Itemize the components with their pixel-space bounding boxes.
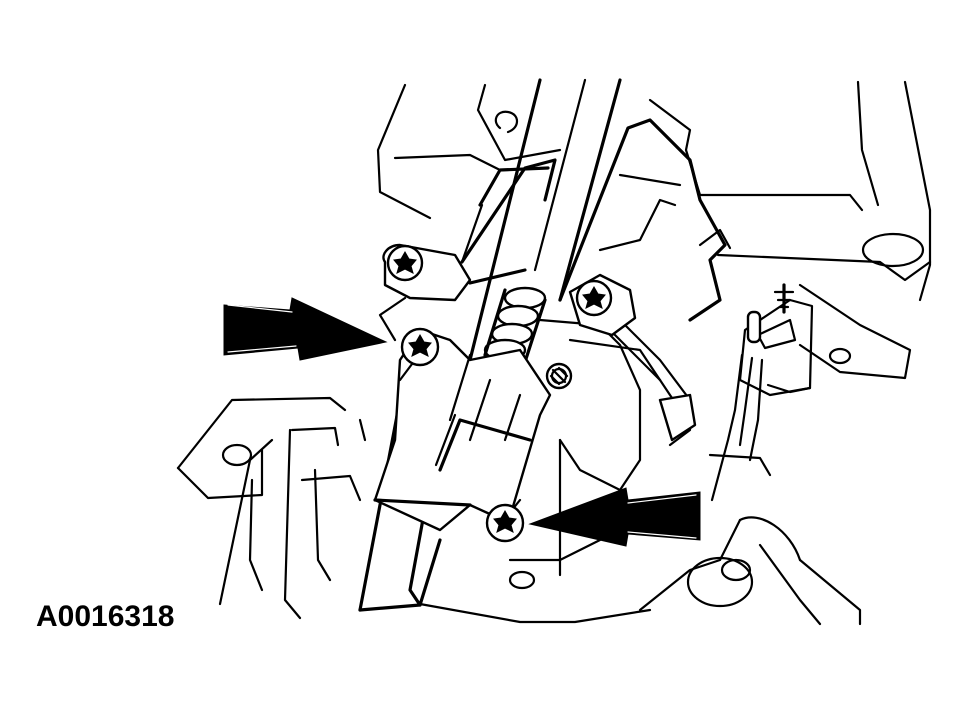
callout-arrow-upper (223, 297, 388, 361)
switch-housing (538, 118, 727, 492)
switch-module (373, 327, 552, 543)
figure-id-label: A0016318 (36, 600, 175, 633)
callout-arrow-lower (528, 487, 701, 547)
upper-mount-bracket (378, 243, 637, 342)
lower-bracket (176, 396, 862, 626)
upper-bracket (376, 80, 932, 380)
wiring-connector (710, 283, 814, 502)
